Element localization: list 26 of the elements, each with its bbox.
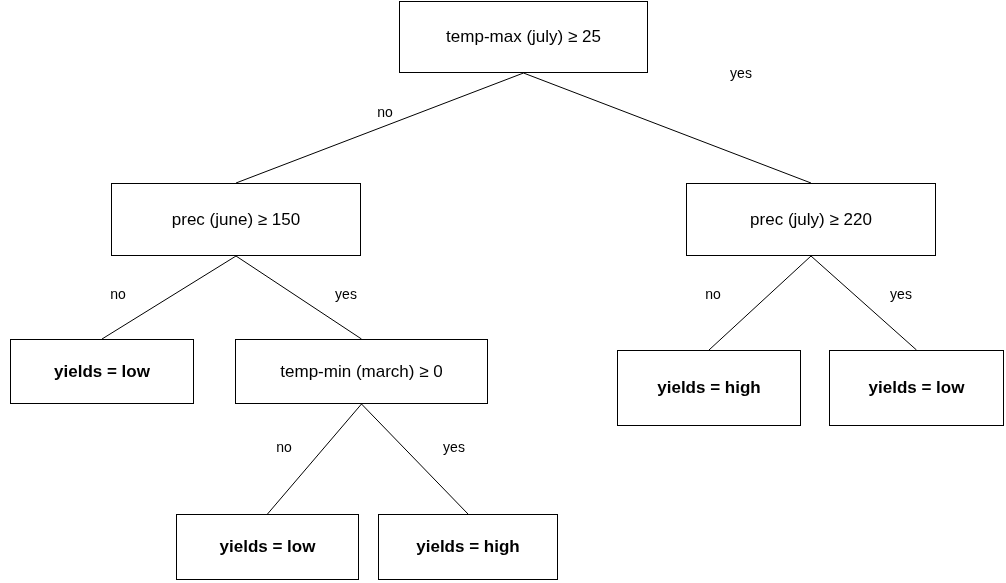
node-text: prec (july) ≥ 220 [750,208,872,231]
node-text: yields = low [54,360,150,383]
connector-line [101,255,237,340]
node-text: prec (june) ≥ 150 [171,208,301,231]
decision-box [399,1,648,73]
connector-line [523,72,812,184]
connector-line [810,255,917,351]
leaf-box [829,350,1004,426]
leaf-box [378,514,558,580]
node-text: temp-max (july) ≥ 25 [446,26,601,49]
leaf-box [176,514,359,580]
decision-box [111,183,361,256]
node-text: yields = low [868,377,965,400]
node-text: yields = high [657,377,761,400]
leaf-box [10,339,194,404]
connector-line [708,255,812,351]
node-text: yields = high [416,536,520,559]
node-text: yields = low [219,536,316,559]
node-text: temp-min (march) ≥ 0 [280,360,443,383]
decision-box [235,339,488,404]
connector-line [235,72,524,184]
decision-box [686,183,936,256]
connector-line [267,403,362,515]
connector-line [235,255,362,340]
connector-line [361,403,469,515]
leaf-box [617,350,801,426]
